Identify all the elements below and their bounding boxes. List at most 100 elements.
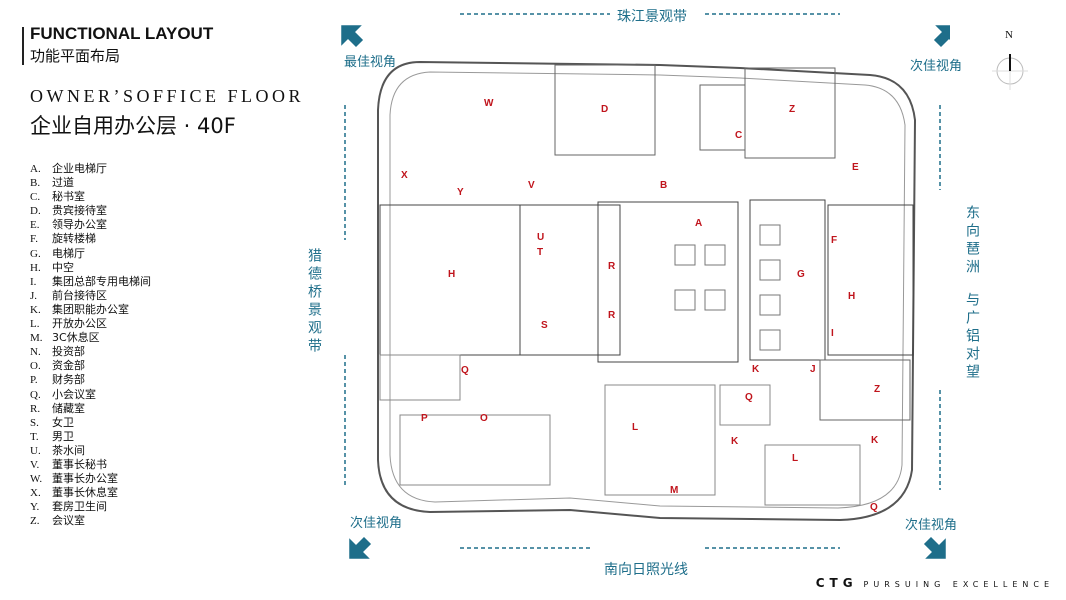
legend-value: 茶水间 bbox=[52, 443, 85, 457]
legend-item: Y.套房卫生间 bbox=[30, 500, 151, 514]
legend-key: F. bbox=[30, 233, 38, 246]
legend-value: 男卫 bbox=[52, 429, 74, 443]
atrium-right bbox=[827, 204, 914, 356]
legend-key: X. bbox=[30, 487, 41, 500]
legend-item: C. 秘书室 bbox=[30, 190, 151, 204]
legend-item: T. 男卫 bbox=[30, 430, 151, 444]
legend-item: A. 企业电梯厅 bbox=[30, 162, 151, 176]
room-label: L bbox=[632, 422, 639, 433]
room-label: O bbox=[480, 413, 488, 424]
dir-bottom-left: 次佳视角 bbox=[350, 516, 403, 531]
arrow-top-left bbox=[341, 25, 364, 48]
room-label: K bbox=[752, 364, 760, 375]
room-label: H bbox=[448, 269, 456, 280]
legend-value: 集团职能办公室 bbox=[52, 302, 129, 316]
legend-key: O. bbox=[30, 360, 41, 373]
legend-value: 领导办公室 bbox=[52, 218, 107, 232]
legend-key: H. bbox=[30, 261, 41, 274]
legend-value: 储藏室 bbox=[52, 401, 85, 415]
legend-key: Z. bbox=[30, 515, 40, 528]
room-label: C bbox=[735, 130, 743, 141]
room-label: G bbox=[797, 269, 805, 280]
core bbox=[597, 201, 739, 363]
room-label: Q bbox=[870, 502, 878, 513]
title-cn: 功能平面布局 bbox=[30, 47, 121, 65]
legend-item: W.董事长办公室 bbox=[30, 472, 151, 486]
dir-right-2: 与广铝对望 bbox=[964, 292, 980, 382]
legend-item: K. 集团职能办公室 bbox=[30, 303, 151, 317]
room-label: L bbox=[792, 453, 799, 464]
room-label: A bbox=[695, 218, 703, 229]
title-en: FUNCTIONAL LAYOUT bbox=[30, 24, 214, 43]
direction-arrows bbox=[341, 13, 950, 559]
legend-value: 3C休息区 bbox=[52, 331, 100, 345]
legend-value: 中空 bbox=[52, 260, 74, 274]
room-label: D bbox=[601, 104, 609, 115]
legend-item: F. 旋转楼梯 bbox=[30, 232, 151, 246]
room-label: Q bbox=[461, 365, 469, 376]
legend-item: H. 中空 bbox=[30, 261, 151, 275]
floor-title-cn: 企业自用办公层 · 40F bbox=[30, 114, 236, 138]
floor-plan bbox=[377, 60, 917, 522]
dir-bottom: 南向日照光线 bbox=[604, 562, 688, 578]
legend-key: I. bbox=[30, 275, 37, 288]
room-label: K bbox=[871, 435, 879, 446]
legend-item: B.过道 bbox=[30, 176, 151, 190]
legend-item: V.董事长秘书 bbox=[30, 458, 151, 472]
legend-key: L. bbox=[30, 318, 40, 331]
legend-item: O.资金部 bbox=[30, 359, 151, 373]
room-label: B bbox=[660, 180, 668, 191]
legend-item: L. 开放办公区 bbox=[30, 317, 151, 331]
legend-key: C. bbox=[30, 191, 41, 204]
legend-key: K. bbox=[30, 303, 41, 316]
outer-wall bbox=[377, 60, 917, 522]
legend-item: X. 董事长休息室 bbox=[30, 486, 151, 500]
legend-value: 投资部 bbox=[52, 345, 85, 359]
room-label: K bbox=[731, 436, 739, 447]
legend-value: 电梯厅 bbox=[52, 246, 85, 260]
legend-value: 财务部 bbox=[52, 373, 85, 387]
room-label: E bbox=[852, 162, 859, 173]
legend-item: J.前台接待区 bbox=[30, 289, 151, 303]
slogan: PURSUING EXCELLENCE bbox=[863, 580, 1054, 589]
dir-top-left: 最佳视角 bbox=[344, 55, 397, 70]
legend-key: S. bbox=[30, 416, 39, 429]
arrow-top-right bbox=[933, 25, 950, 48]
dir-left: 猎德桥景观带 bbox=[306, 248, 322, 356]
legend-key: P. bbox=[30, 374, 38, 387]
legend-key: A. bbox=[30, 163, 41, 175]
legend-value: 秘书室 bbox=[52, 190, 85, 204]
legend-key: M. bbox=[30, 332, 43, 345]
legend-key: Q. bbox=[30, 388, 41, 401]
legend-item: S. 女卫 bbox=[30, 416, 151, 430]
room-label: U bbox=[537, 232, 545, 243]
legend-value: 女卫 bbox=[52, 415, 74, 429]
legend-item: N.投资部 bbox=[30, 345, 151, 359]
legend-key: G. bbox=[30, 247, 41, 260]
legend-key: T. bbox=[30, 430, 39, 443]
legend-key: U. bbox=[30, 444, 41, 457]
room-label: H bbox=[848, 291, 856, 302]
legend-key: R. bbox=[30, 402, 41, 415]
elevator-hall bbox=[749, 199, 826, 361]
room-label: W bbox=[484, 98, 494, 109]
compass-icon bbox=[992, 54, 1028, 90]
legend-value: 董事长办公室 bbox=[52, 472, 118, 486]
legend-item: D.贵宾接待室 bbox=[30, 204, 151, 218]
room-label: R bbox=[608, 310, 616, 321]
room-label: Z bbox=[789, 104, 796, 115]
legend-value: 会议室 bbox=[52, 514, 85, 528]
legend-value: 董事长休息室 bbox=[52, 486, 118, 500]
room-label: M bbox=[670, 485, 679, 496]
legend-value: 企业电梯厅 bbox=[52, 162, 107, 175]
room-label: X bbox=[401, 170, 408, 181]
legend-key: B. bbox=[30, 177, 41, 190]
floor-title-en: OWNER’SOFFICE FLOOR bbox=[30, 86, 305, 106]
dir-top-right: 次佳视角 bbox=[910, 59, 963, 74]
brand-logo: CTG bbox=[815, 576, 858, 590]
legend-key: V. bbox=[30, 458, 40, 471]
legend-value: 旋转楼梯 bbox=[52, 232, 96, 246]
legend-item: I.集团总部专用电梯间 bbox=[30, 275, 151, 289]
legend-value: 开放办公区 bbox=[52, 317, 107, 331]
